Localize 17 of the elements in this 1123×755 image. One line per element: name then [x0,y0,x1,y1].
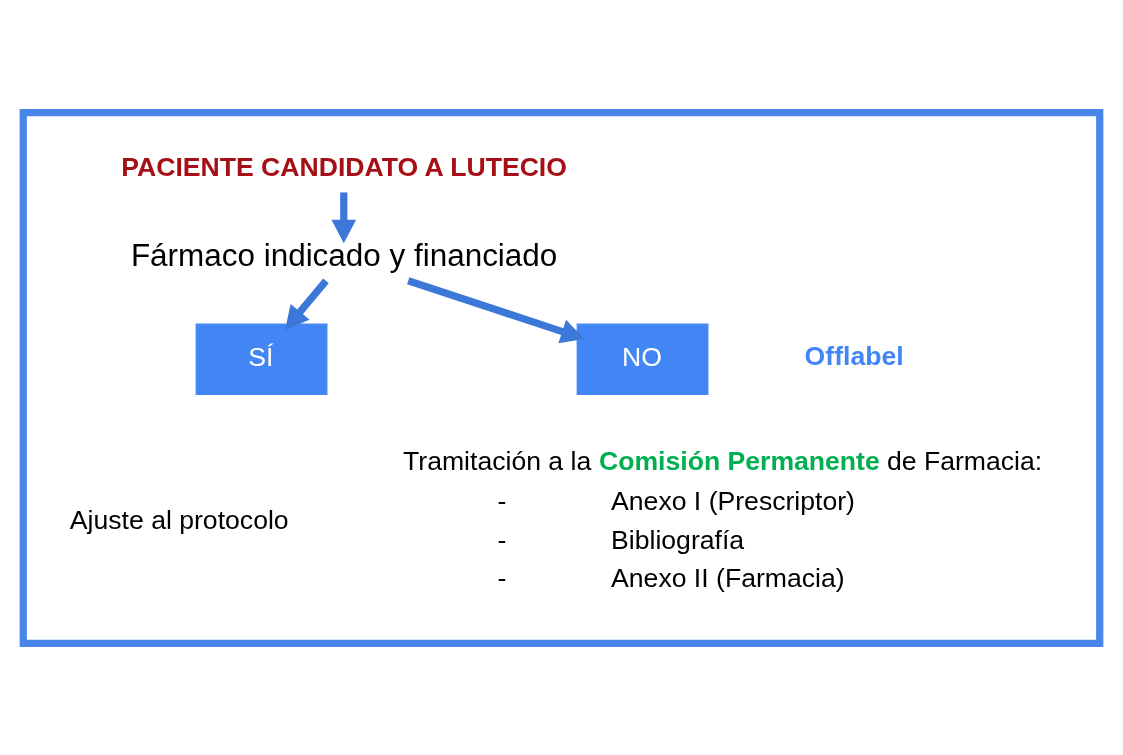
arrow [407,276,585,343]
node-text: Fármaco indicado y financiado [130,237,558,273]
label: Ajuste al protocolo [69,504,289,535]
node-text: PACIENTE CANDIDATO A LUTECIO [121,151,567,182]
node-box: SÍ [195,323,328,395]
label: Anexo I (Prescriptor) [611,485,855,516]
node-box: NO [576,323,709,395]
label: Anexo II (Farmacia) [611,562,845,593]
label: Tramitación a la Comisión Permanente de Farmacia: [403,445,1043,476]
label: Offlabel [804,340,904,371]
label: - [497,524,507,555]
label: - [497,485,507,516]
label: - [497,562,507,593]
arrow [285,278,329,330]
label: Bibliografía [611,524,745,555]
cluster [19,108,1104,647]
arrow [331,191,357,243]
